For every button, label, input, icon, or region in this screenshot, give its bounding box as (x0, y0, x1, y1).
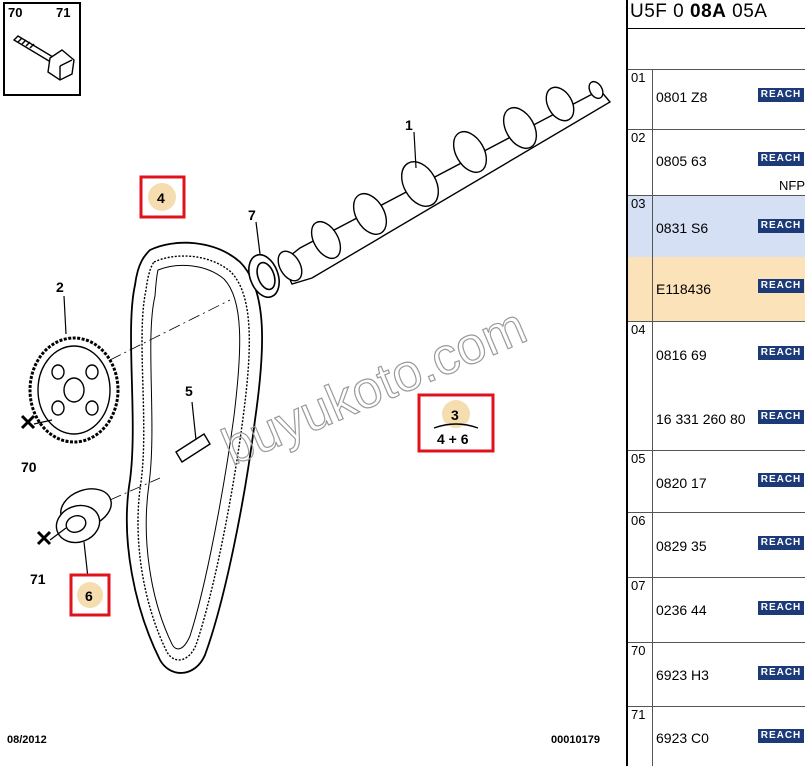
thumb-label-71: 71 (56, 5, 70, 20)
header-divider (628, 28, 805, 29)
part-reference[interactable]: 0236 44 (656, 602, 707, 618)
reach-badge: REACH (758, 410, 804, 424)
part-number: 71 (631, 707, 646, 722)
kit-number: 3 (451, 407, 459, 423)
callout-6-box: 6 (69, 573, 111, 617)
row-divider (652, 130, 653, 195)
bolt-icon (12, 35, 75, 81)
part-number: 70 (631, 643, 646, 658)
group-code: U5F 0 08A 05A (630, 1, 767, 23)
bolt-marker-icon (20, 414, 67, 546)
thumb-label-70: 70 (8, 5, 22, 20)
part-reference[interactable]: 0801 Z8 (656, 89, 708, 105)
callout-70: 70 (21, 459, 37, 475)
part-reference[interactable]: 6923 C0 (656, 730, 709, 746)
part-row-05[interactable]: 05 0820 17 REACH (628, 450, 805, 512)
row-divider (652, 257, 653, 321)
reach-badge: REACH (758, 219, 804, 233)
reach-badge: REACH (758, 152, 804, 166)
camshaft-part-1 (277, 80, 612, 285)
kit-contents: 4 + 6 (437, 431, 469, 447)
part-row-06[interactable]: 06 0829 35 REACH (628, 512, 805, 577)
part-number: 07 (631, 578, 646, 593)
part-reference[interactable]: 0829 35 (656, 538, 707, 554)
part-reference[interactable]: 0831 S6 (656, 220, 709, 236)
oil-seal-part-7 (248, 221, 280, 299)
part-number: 04 (631, 322, 646, 337)
row-divider (652, 196, 653, 257)
reach-badge: REACH (758, 88, 804, 102)
part-reference-alt[interactable]: 16 331 260 80 (656, 411, 746, 427)
parts-list-panel: U5F 0 08A 05A 01 0801 Z8 REACH 02 0805 6… (626, 0, 805, 766)
exploded-parts-diagram: 70 71 (3, 2, 612, 674)
callout-2: 2 (56, 279, 64, 295)
part-row-03-alt[interactable]: E118436 REACH (628, 257, 805, 321)
part-number: 05 (631, 451, 646, 466)
part-number: 01 (631, 70, 646, 85)
row-divider (652, 513, 653, 577)
callout-6: 6 (85, 588, 93, 604)
kit-callout-box: 3 4 + 6 (417, 393, 495, 453)
part-row-70[interactable]: 70 6923 H3 REACH (628, 642, 805, 706)
part-row-71[interactable]: 71 6923 C0 REACH (628, 706, 805, 766)
row-divider (652, 643, 653, 706)
callout-1: 1 (405, 117, 413, 133)
callout-5: 5 (185, 383, 193, 399)
part-row-01[interactable]: 01 0801 Z8 REACH (628, 69, 805, 129)
drawing-number: 00010179 (551, 734, 600, 746)
part-reference[interactable]: 0816 69 (656, 347, 707, 363)
part-row-07[interactable]: 07 0236 44 REACH (628, 577, 805, 642)
row-divider (652, 70, 653, 129)
part-reference[interactable]: 0805 63 (656, 153, 707, 169)
callout-4-box: 4 (139, 175, 186, 219)
assembly-axis-lines (109, 299, 231, 501)
row-divider (652, 322, 653, 450)
reach-badge: REACH (758, 729, 804, 743)
part-row-02[interactable]: 02 0805 63 REACH NFP (628, 129, 805, 195)
group-code-prefix: U5F 0 (630, 1, 685, 22)
reach-badge: REACH (758, 346, 804, 360)
reach-badge: REACH (758, 473, 804, 487)
part-number: 03 (631, 196, 646, 211)
part-number: 02 (631, 130, 646, 145)
part-row-03[interactable]: 03 0831 S6 REACH (628, 195, 805, 257)
part-reference[interactable]: 0820 17 (656, 475, 707, 491)
drawing-date: 08/2012 (7, 734, 47, 746)
part-row-04[interactable]: 04 0816 69 REACH 16 331 260 80 REACH (628, 321, 805, 450)
row-divider (652, 707, 653, 766)
group-code-suffix: 05A (732, 1, 768, 22)
callout-7: 7 (248, 207, 256, 223)
reach-badge: REACH (758, 536, 804, 550)
group-code-bold: 08A (690, 1, 727, 22)
callout-71: 71 (30, 571, 46, 587)
part-reference[interactable]: E118436 (656, 281, 712, 297)
reach-badge: REACH (758, 601, 804, 615)
callout-4: 4 (157, 190, 165, 206)
tensioner-roller-part-6 (55, 488, 112, 579)
part-number: 06 (631, 513, 646, 528)
sprocket-part-2 (28, 295, 120, 444)
row-divider (652, 578, 653, 642)
nfp-note: NFP (779, 178, 805, 193)
reach-badge: REACH (758, 279, 804, 293)
reach-badge: REACH (758, 666, 804, 680)
bolt-thumbnail: 70 71 (3, 2, 81, 96)
row-divider (652, 451, 653, 512)
dowel-pin-part-5 (175, 401, 211, 463)
part-reference[interactable]: 6923 H3 (656, 667, 709, 683)
